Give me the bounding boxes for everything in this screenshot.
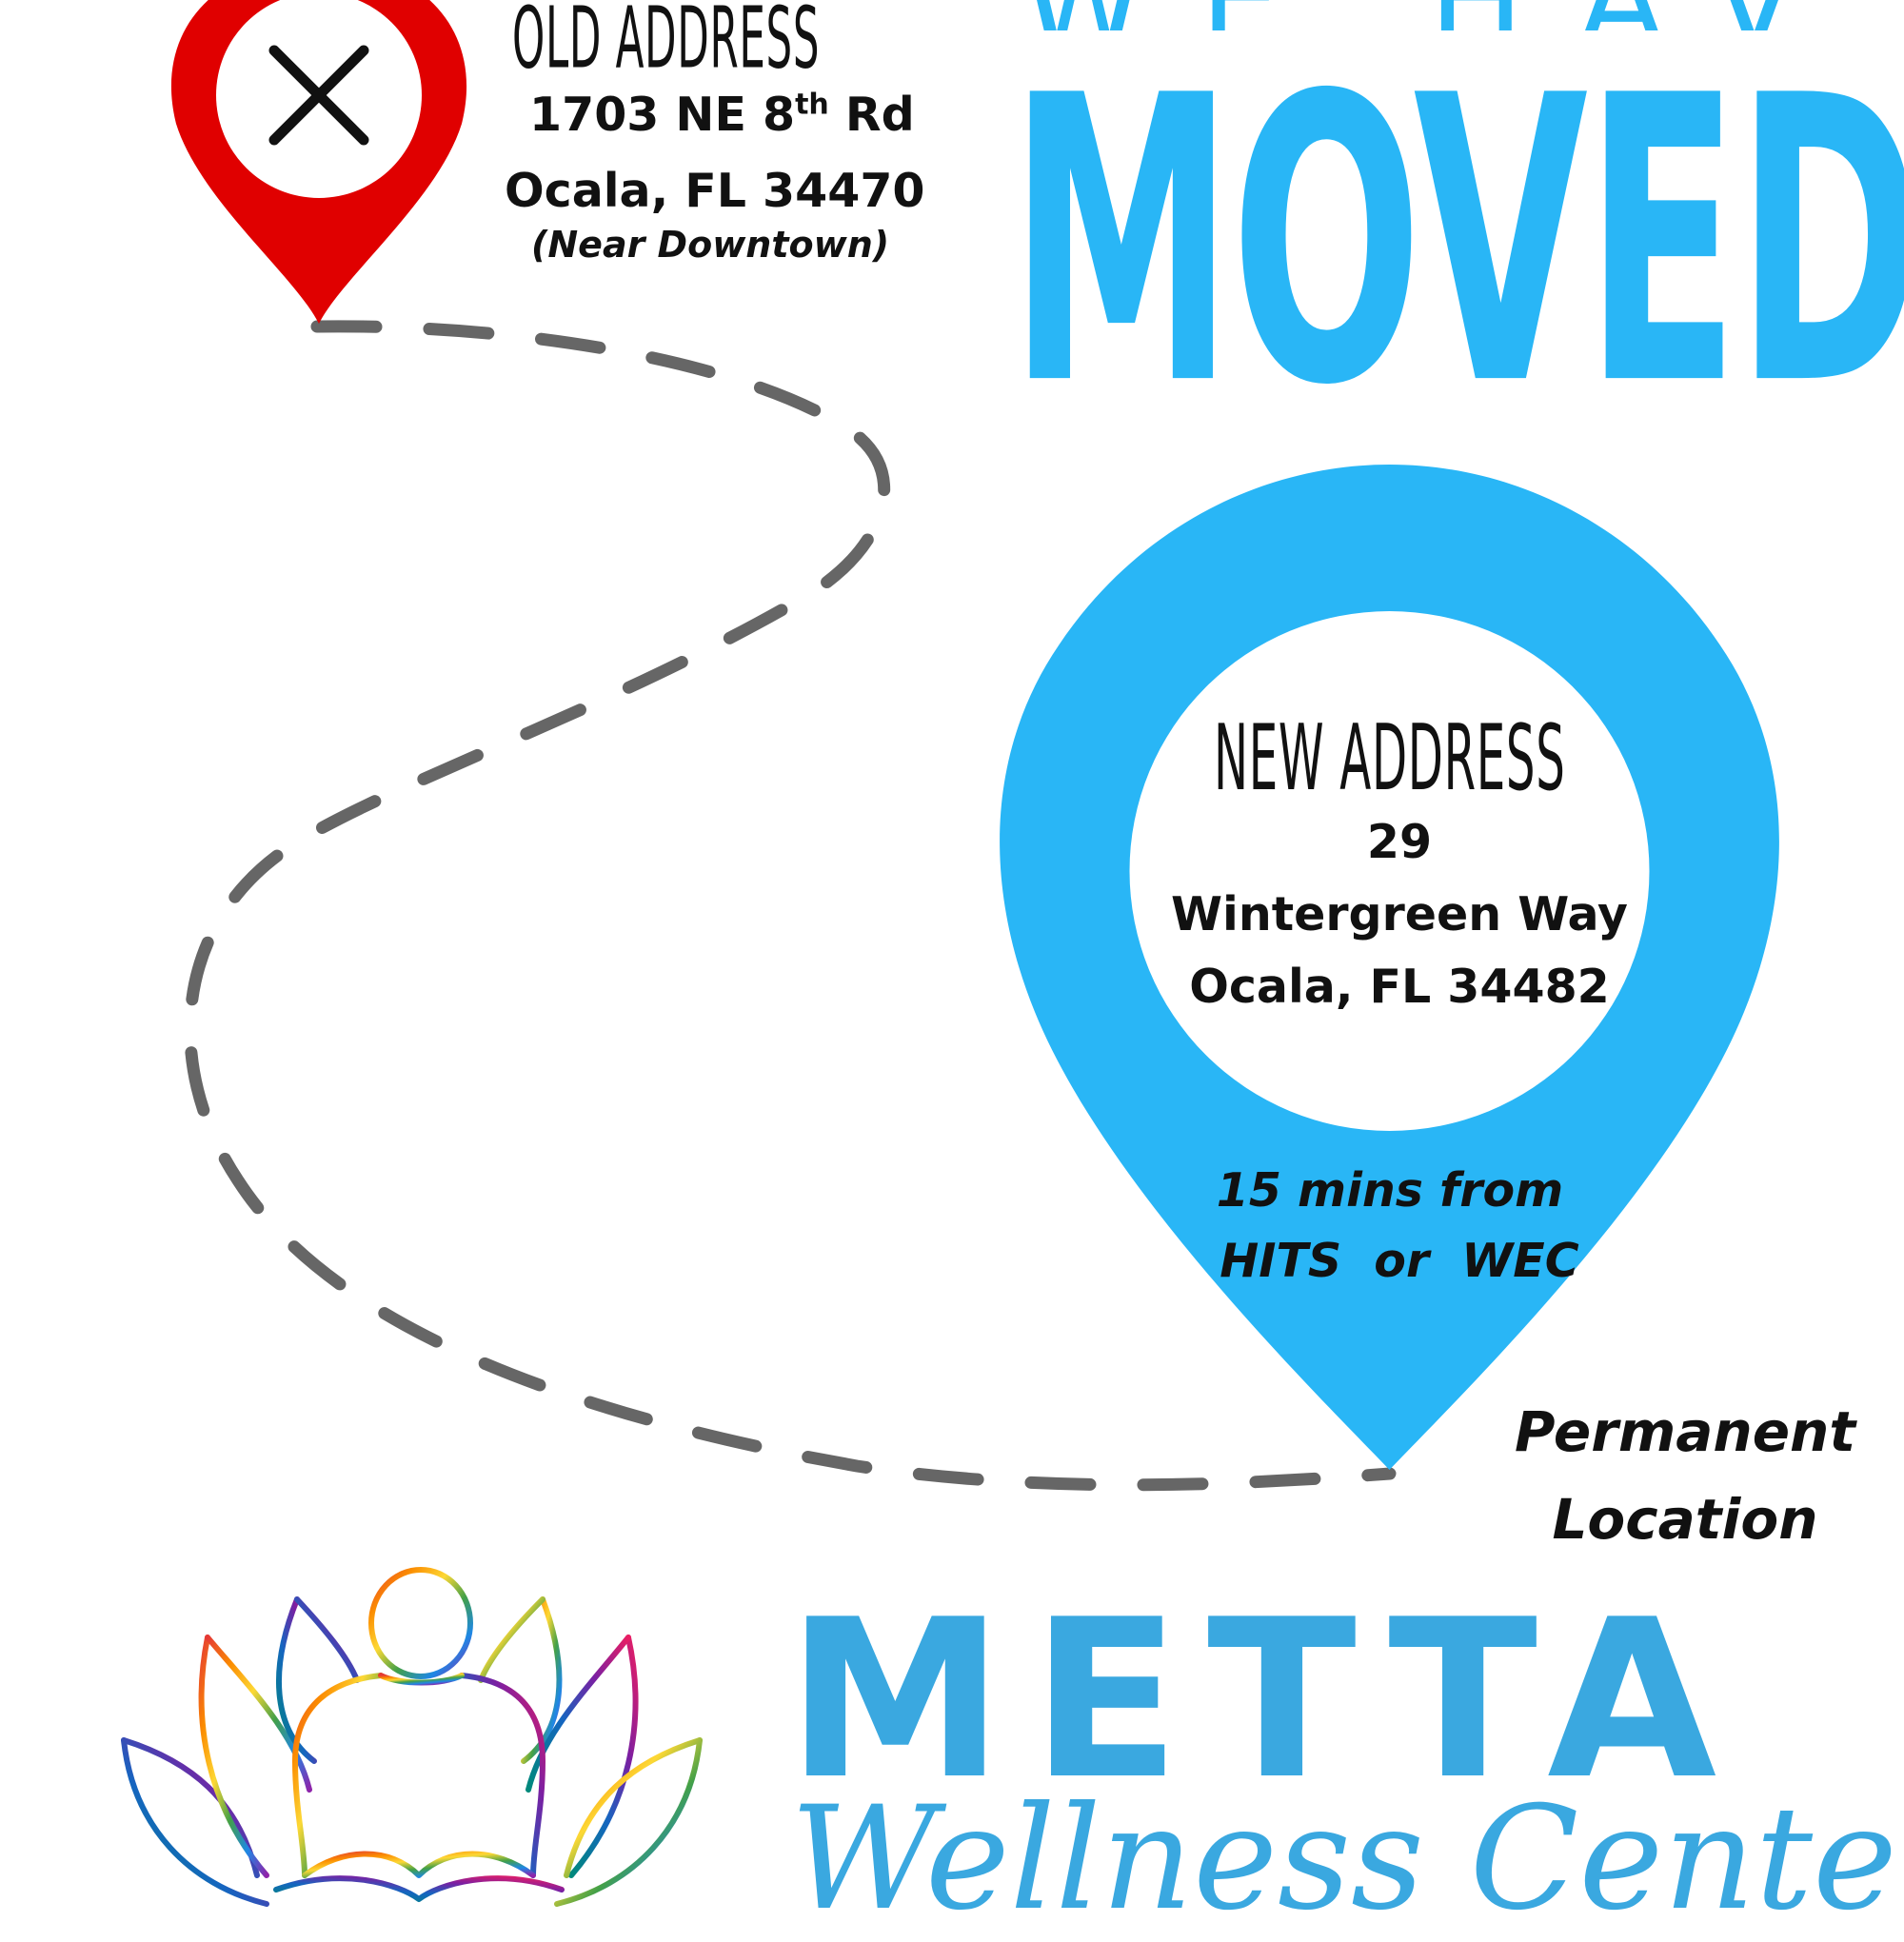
new-address-city: Ocala, FL 34482 xyxy=(1189,960,1610,1014)
brand-tagline: Wellness Center xyxy=(790,1776,1904,1942)
new-location-pin xyxy=(1000,465,1779,1470)
new-address-distance-line1: 15 mins from xyxy=(1216,1163,1564,1218)
close-icon xyxy=(268,45,369,146)
new-address-number: 29 xyxy=(1366,815,1433,869)
brand-name: METTA xyxy=(786,1574,1744,1828)
headline-we-have: WE HAVE xyxy=(1021,0,1801,30)
headline-moved: MOVED xyxy=(1009,12,1904,472)
new-address-label: NEW ADDRESS xyxy=(1214,704,1566,811)
old-address-city: Ocala, FL 34470 xyxy=(505,164,925,218)
old-address-note: (Near Downtown) xyxy=(531,224,890,266)
old-location-pin xyxy=(171,0,466,324)
permanent-location-line2: Location xyxy=(1552,1487,1818,1552)
new-address-street: Wintergreen Way xyxy=(1171,887,1628,941)
old-address-label: OLD ADDRESS xyxy=(512,0,821,88)
old-address-street: 1703 NE 8th Rd xyxy=(529,88,915,142)
new-address-distance-line2: HITS or WEC xyxy=(1220,1234,1579,1288)
permanent-location-line1: Permanent xyxy=(1514,1399,1856,1464)
lotus-meditation-logo-icon xyxy=(121,1567,703,1907)
